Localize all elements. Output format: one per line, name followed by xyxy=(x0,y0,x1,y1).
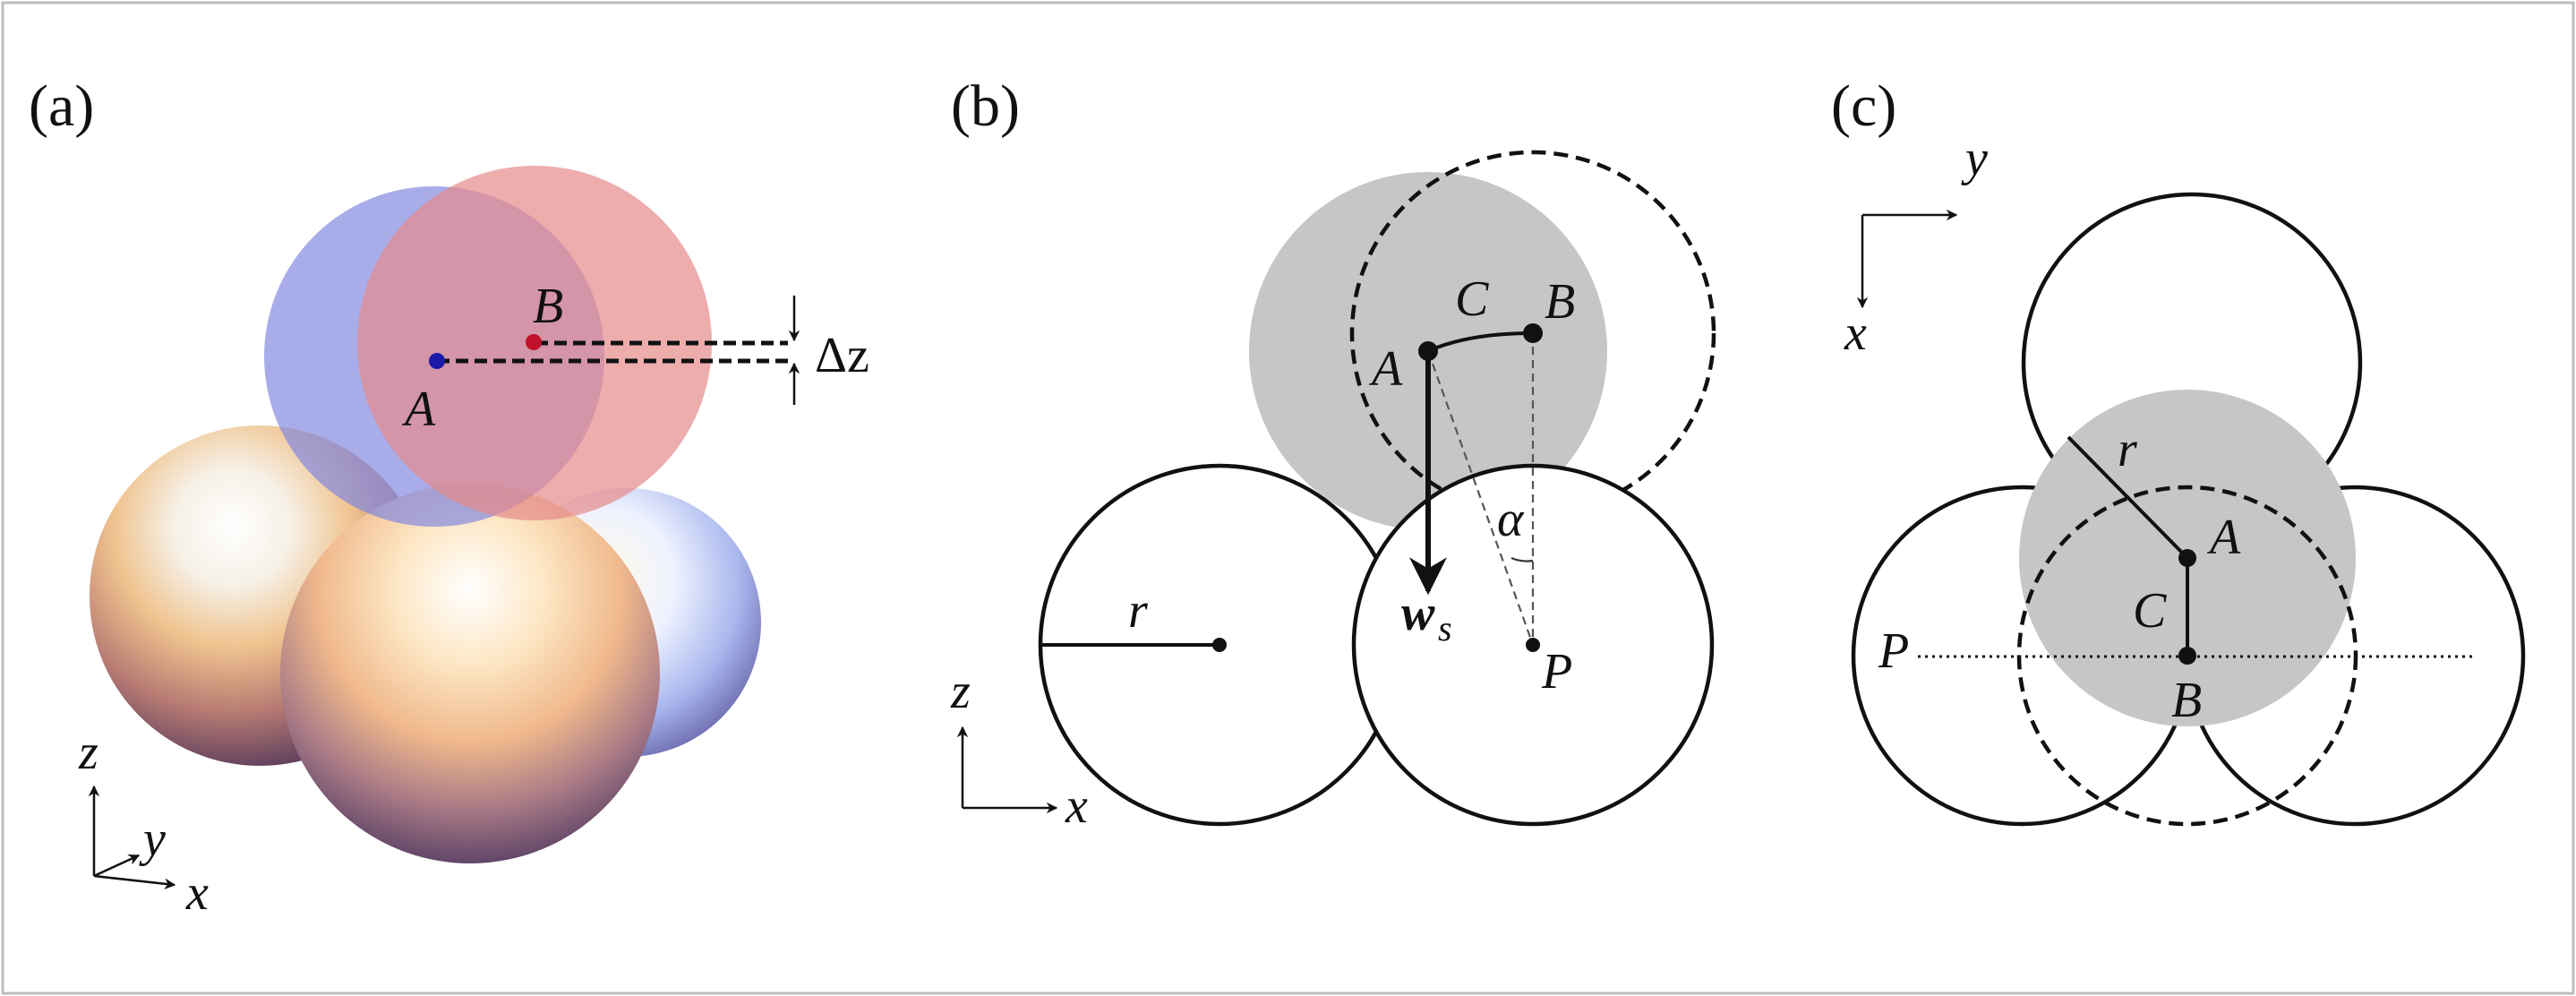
axis-z-label-a: z xyxy=(78,725,98,780)
point-A-side xyxy=(1418,341,1438,361)
point-C-side-label: C xyxy=(1455,271,1489,327)
force-label-main: w xyxy=(1401,586,1435,641)
point-B-side xyxy=(1523,323,1543,343)
axis-x-label-c: x xyxy=(1844,305,1867,361)
axes-triad-a: z y x xyxy=(78,725,209,921)
panel-a-label: (a) xyxy=(29,73,94,139)
radius-label-c: r xyxy=(2118,422,2137,477)
sphere-B-dashed xyxy=(1349,150,1716,517)
point-B-side-label: B xyxy=(1545,274,1575,330)
axes-c: y x xyxy=(1844,131,1988,361)
angle-alpha-label: α xyxy=(1497,492,1525,547)
axis-x-label-a: x xyxy=(185,865,209,921)
panel-b: (b) r w s A B C P α z xyxy=(950,73,1716,834)
force-label-sub: s xyxy=(1438,608,1452,648)
angle-alpha-arc xyxy=(1511,556,1534,562)
point-P-side-label: P xyxy=(1541,644,1572,700)
radius-line-c xyxy=(2067,435,2189,560)
point-B-3d xyxy=(526,334,542,350)
point-A-top xyxy=(2178,549,2196,567)
axis-y-label-c: y xyxy=(1961,131,1988,186)
panel-a: (a) Δz A B z y x xyxy=(29,73,869,921)
panel-b-label: (b) xyxy=(951,73,1020,139)
axis-y-label-a: y xyxy=(139,811,166,867)
panel-c-label: (c) xyxy=(1831,73,1896,139)
panel-c: (c) r A C B P y x xyxy=(1831,73,2526,827)
radius-label-b: r xyxy=(1128,583,1148,639)
point-P-side xyxy=(1526,638,1540,652)
point-A-3d xyxy=(429,353,445,369)
point-P-top-label: P xyxy=(1878,623,1909,679)
center-left-b xyxy=(1212,638,1227,652)
point-B-top xyxy=(2178,647,2196,665)
axis-z-label-b: z xyxy=(950,664,971,719)
delta-z-label: Δz xyxy=(815,328,869,383)
point-A-3d-label: A xyxy=(401,382,436,437)
point-C-top-label: C xyxy=(2133,583,2167,639)
point-B-3d-label: B xyxy=(533,279,563,334)
axes-b: z x xyxy=(950,664,1088,834)
point-B-top-label: B xyxy=(2171,673,2202,728)
sphere-front xyxy=(280,484,660,863)
axis-x-label-b: x xyxy=(1065,778,1088,834)
point-A-top-label: A xyxy=(2206,510,2241,565)
point-A-side-label: A xyxy=(1368,341,1403,397)
line-A-P xyxy=(1426,350,1535,646)
